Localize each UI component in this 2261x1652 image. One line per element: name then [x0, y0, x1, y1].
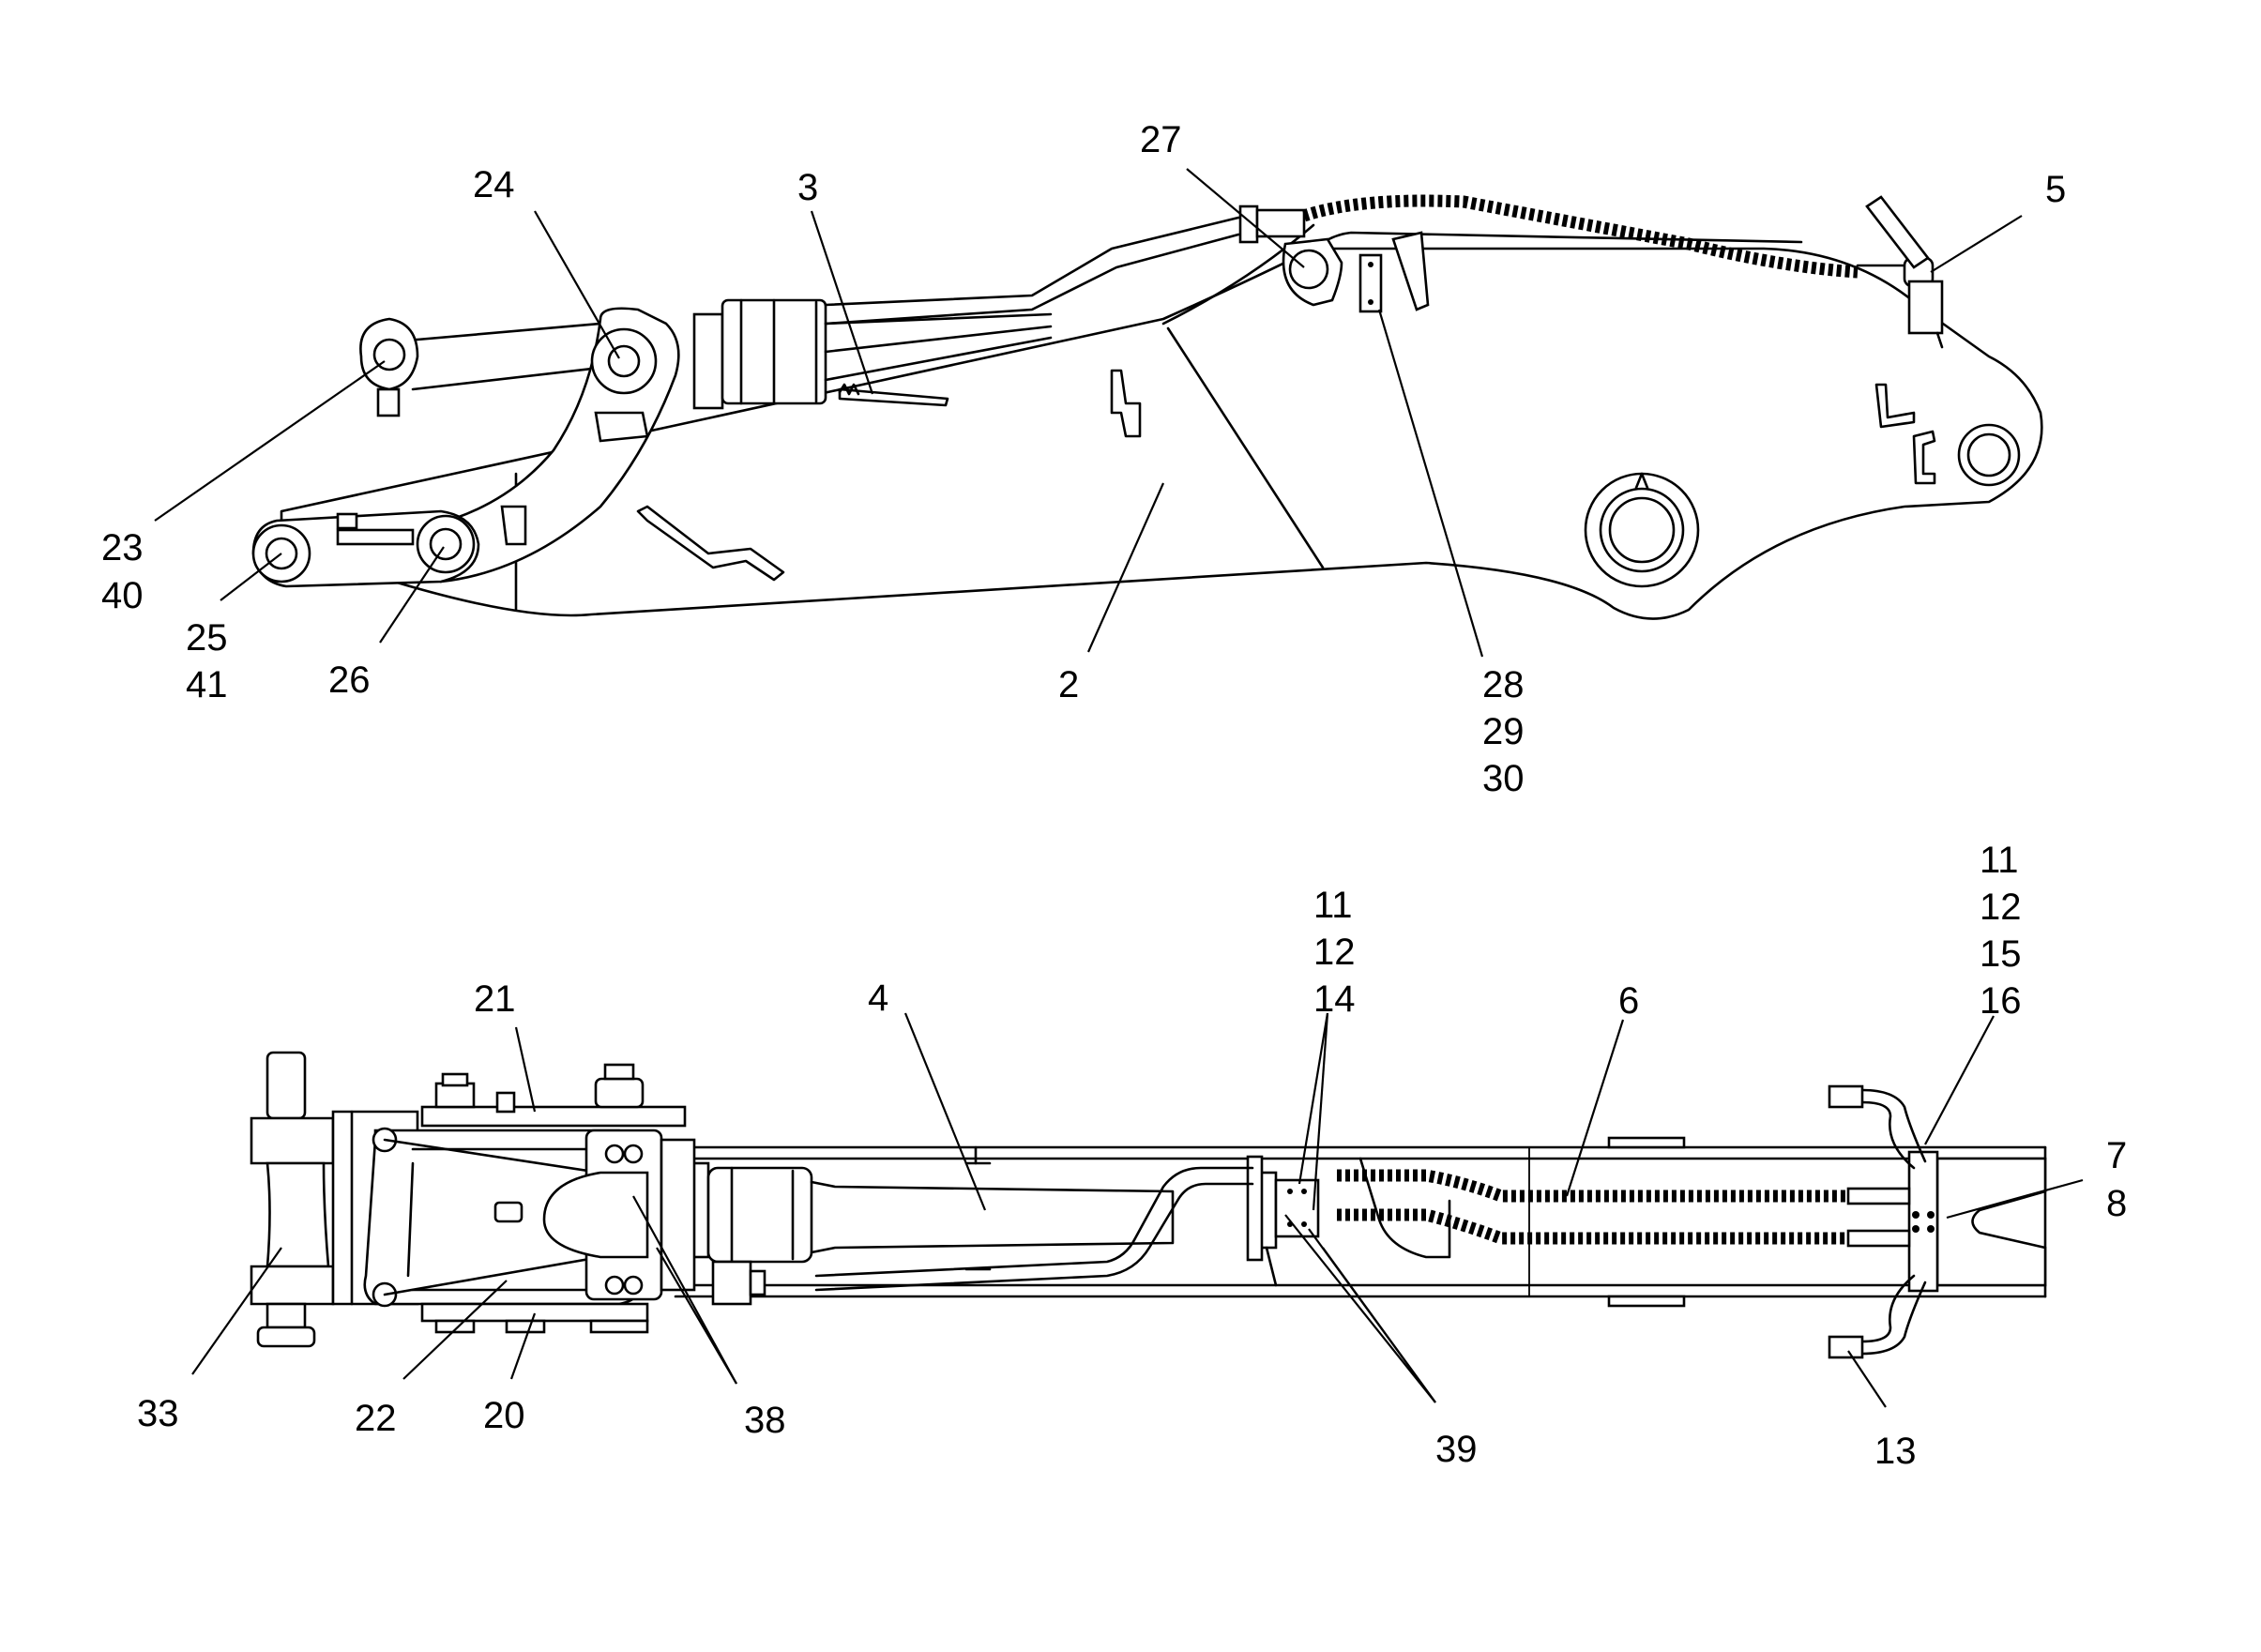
callout-11-b: 11 [1980, 840, 2019, 881]
pipe-clamp-top [1238, 205, 1259, 244]
leader-33 [191, 1247, 282, 1375]
pin-23-boss [359, 317, 419, 417]
foot-pin-boss [1957, 423, 2021, 487]
upper-pipe-1 [824, 216, 1254, 307]
callout-25: 25 [186, 617, 228, 659]
leader-28 [1377, 309, 1484, 658]
callout-2: 2 [1058, 664, 1079, 705]
hose-clamp-3 [838, 387, 949, 407]
leader-25 [220, 553, 282, 601]
rear-pin-boss [1584, 472, 1700, 588]
leader-38-b [656, 1247, 737, 1385]
callout-40: 40 [101, 575, 144, 616]
u-hose-top [1860, 1100, 1916, 1170]
callout-14: 14 [1313, 978, 1356, 1020]
callout-16: 16 [1980, 980, 2022, 1022]
callout-8: 8 [2106, 1183, 2127, 1224]
plan-pipe-1 [814, 1166, 1254, 1278]
callout-20: 20 [483, 1395, 525, 1436]
leader-2 [1086, 482, 1165, 653]
callout-27: 27 [1140, 119, 1182, 160]
link-rod [336, 528, 415, 546]
bracket-rear-c [1912, 430, 1936, 485]
leader-14-a [1297, 1012, 1329, 1185]
callout-13: 13 [1874, 1431, 1917, 1472]
callout-28: 28 [1482, 664, 1525, 705]
callout-24: 24 [473, 164, 515, 205]
callout-12-b: 12 [1980, 887, 2022, 928]
callout-11-a: 11 [1313, 885, 1353, 926]
callout-12-a: 12 [1313, 932, 1356, 973]
callout-4: 4 [868, 978, 888, 1019]
boom-side-view: 24 3 27 5 23 40 25 41 26 2 28 29 30 [101, 119, 2066, 799]
boom-body-outline [280, 247, 2043, 620]
bracket-28 [1358, 253, 1383, 313]
leader-8 [1946, 1178, 2084, 1220]
pin-27-boss [1282, 237, 1343, 307]
callout-30: 30 [1482, 758, 1525, 799]
leader-13 [1847, 1350, 1887, 1408]
callout-26: 26 [328, 659, 371, 701]
boom-web-line [1166, 326, 1325, 569]
plate-28 [1391, 231, 1430, 311]
leader-23 [154, 360, 386, 522]
leader-39-c [1322, 1247, 1436, 1403]
leader-24 [534, 210, 620, 359]
callout-29: 29 [1482, 711, 1525, 752]
callout-21: 21 [474, 978, 516, 1020]
leader-26 [379, 546, 445, 644]
leader-14-b [1312, 1012, 1329, 1211]
u-hose-bottom [1860, 1274, 1916, 1343]
callout-5: 5 [2045, 169, 2066, 210]
manifold-block-right [1907, 1150, 1939, 1293]
leader-5 [1930, 215, 2023, 273]
bracket-small-1 [1110, 369, 1142, 438]
callout-7: 7 [2106, 1135, 2127, 1176]
leader-20 [509, 1312, 537, 1380]
fork-end [1935, 1157, 2047, 1287]
callout-3: 3 [797, 167, 818, 208]
callout-41: 41 [186, 664, 228, 705]
hose-lower [1337, 1208, 1848, 1245]
callout-33: 33 [137, 1393, 179, 1434]
boom-plan-view: 21 4 11 12 14 6 11 12 15 16 7 8 33 22 20… [137, 840, 2127, 1472]
callout-6: 6 [1618, 980, 1639, 1022]
top-hose [1301, 194, 1859, 279]
leader-16 [1924, 1015, 1995, 1145]
link-bracket-24 [594, 411, 649, 443]
callout-38: 38 [744, 1400, 786, 1441]
leader-3 [810, 210, 874, 395]
callout-15: 15 [1980, 933, 2022, 975]
callout-23: 23 [101, 527, 144, 568]
plan-arm-cylinder [688, 1161, 1175, 1306]
leader-22 [402, 1280, 508, 1380]
leader-4 [903, 1012, 987, 1211]
pin-33-assembly [250, 1051, 335, 1348]
bracket-rear-l [1874, 383, 1916, 429]
leader-21 [514, 1026, 537, 1113]
boom-upper-ridge [1161, 223, 1315, 326]
swivel-fitting [1865, 195, 1930, 269]
bracket-z [636, 505, 785, 582]
leader-6 [1565, 1019, 1625, 1197]
leader-27 [1186, 168, 1305, 268]
arm-cylinder [692, 298, 1053, 410]
callout-39: 39 [1435, 1429, 1478, 1470]
plan-pipe-2 [814, 1182, 1254, 1292]
callout-22: 22 [355, 1398, 397, 1439]
leader-39-a [1284, 1214, 1436, 1403]
hose-upper [1337, 1169, 1848, 1203]
